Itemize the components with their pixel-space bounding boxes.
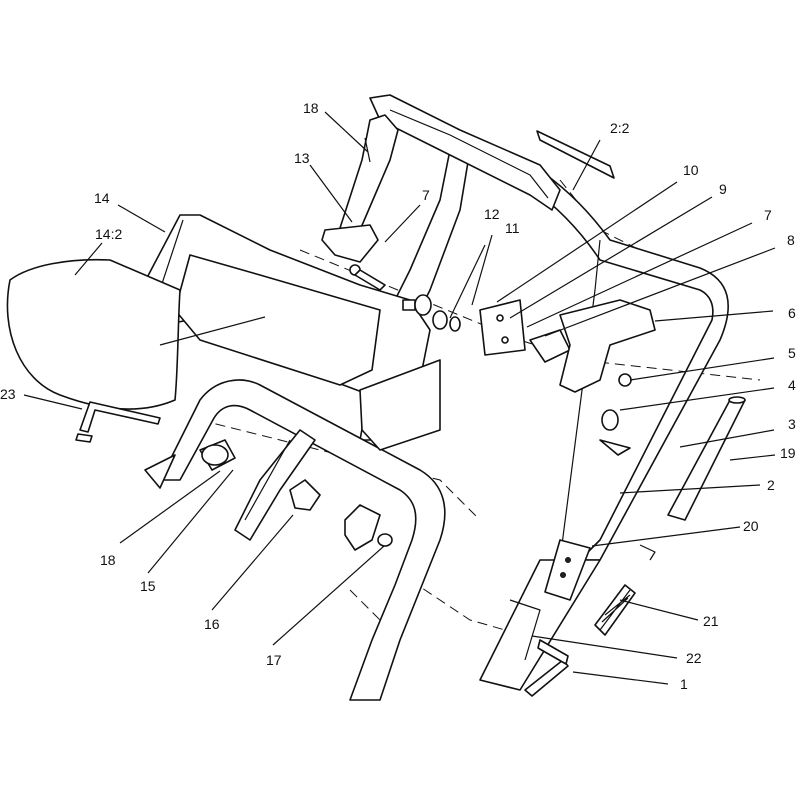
callout-8: 8 bbox=[787, 232, 795, 248]
callout-labels: 18 13 2:2 14 14:2 7 12 11 10 9 7 8 6 5 4… bbox=[0, 100, 796, 692]
callout-1: 1 bbox=[680, 676, 688, 692]
lower-handle-frame bbox=[159, 379, 446, 701]
callout-15: 15 bbox=[140, 578, 156, 594]
cover-panel bbox=[6, 258, 266, 410]
callout-20: 20 bbox=[743, 518, 759, 534]
bail-rod-23 bbox=[75, 401, 161, 443]
callout-18-lower: 18 bbox=[100, 552, 116, 568]
callout-7-left: 7 bbox=[422, 187, 430, 203]
control-box-14 bbox=[129, 214, 441, 451]
callout-2-2: 2:2 bbox=[610, 120, 630, 136]
callout-12: 12 bbox=[484, 206, 500, 222]
callout-17: 17 bbox=[266, 652, 282, 668]
callout-2: 2 bbox=[767, 477, 775, 493]
callout-9: 9 bbox=[719, 181, 727, 197]
top-console bbox=[369, 94, 615, 211]
callout-5: 5 bbox=[788, 345, 796, 361]
callout-23: 23 bbox=[0, 386, 16, 402]
callout-19: 19 bbox=[780, 445, 796, 461]
callout-16: 16 bbox=[204, 616, 220, 632]
callout-6: 6 bbox=[788, 305, 796, 321]
callout-13: 13 bbox=[294, 150, 310, 166]
callout-18-upper: 18 bbox=[303, 100, 319, 116]
control-bracket-13 bbox=[321, 114, 399, 291]
callout-4: 4 bbox=[788, 377, 796, 393]
callout-10: 10 bbox=[683, 162, 699, 178]
mount-hardware bbox=[402, 294, 656, 456]
callout-leaders bbox=[23, 111, 776, 685]
callout-11: 11 bbox=[505, 220, 520, 236]
callout-21: 21 bbox=[703, 613, 719, 629]
tube-sleeve-19 bbox=[667, 396, 746, 521]
callout-7-right: 7 bbox=[764, 207, 772, 223]
callout-14: 14 bbox=[94, 190, 110, 206]
left-hardware bbox=[144, 429, 393, 551]
callout-3: 3 bbox=[788, 416, 796, 432]
spring-assembly bbox=[544, 539, 656, 636]
callout-14-2: 14:2 bbox=[95, 226, 122, 242]
callout-22: 22 bbox=[686, 650, 702, 666]
lower-rods bbox=[509, 599, 569, 697]
